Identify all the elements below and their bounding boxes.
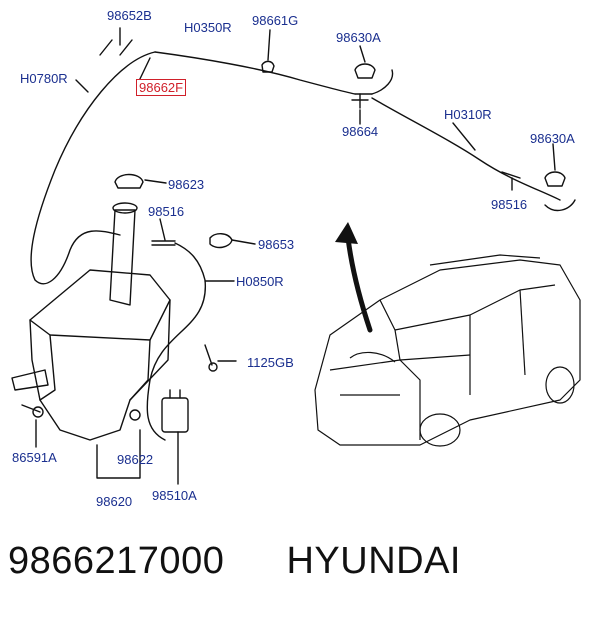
caption: 9866217000 HYUNDAI: [8, 540, 592, 583]
callout-98653: 98653: [258, 237, 295, 252]
callout-h0310r: H0310R: [444, 107, 492, 122]
callout-98630a-right: 98630A: [530, 131, 575, 146]
arrow: [345, 235, 373, 333]
hose-h0850r: [146, 242, 206, 441]
part-number: 9866217000: [8, 540, 225, 582]
callout-98516-right: 98516: [491, 197, 528, 212]
callout-h0350r: H0350R: [184, 20, 232, 35]
callout-98510a: 98510A: [152, 488, 197, 503]
callout-h0780r: H0780R: [20, 71, 68, 86]
callout-98516-left: 98516: [148, 204, 185, 219]
filler-cap: [114, 173, 144, 189]
callout-98652b: 98652B: [107, 8, 152, 23]
callout-98622: 98622: [117, 452, 154, 467]
brand-name: HYUNDAI: [286, 540, 461, 582]
callout-98620: 98620: [96, 494, 133, 509]
nozzle-top: [354, 63, 376, 79]
callout-h0850r: H0850R: [236, 274, 284, 289]
car-illustration: [314, 254, 581, 447]
hose-h0780r: [30, 51, 156, 285]
hose-h0310r: [371, 97, 561, 201]
filler-neck: [109, 209, 136, 306]
callout-98661g: 98661G: [252, 13, 299, 28]
callout-98662f-highlighted: 98662F: [136, 79, 187, 96]
washer-pump: [161, 397, 189, 433]
nozzle-right: [544, 171, 566, 187]
callout-86591a: 86591A: [12, 450, 57, 465]
callout-1125gb: 1125GB: [247, 355, 294, 370]
callout-98623: 98623: [168, 177, 205, 192]
hose-h0350r: [154, 51, 356, 95]
callout-98630a-top: 98630A: [336, 30, 381, 45]
parts-diagram: [11, 27, 581, 485]
reservoir-tank: [29, 269, 171, 441]
callout-98664: 98664: [342, 124, 379, 139]
